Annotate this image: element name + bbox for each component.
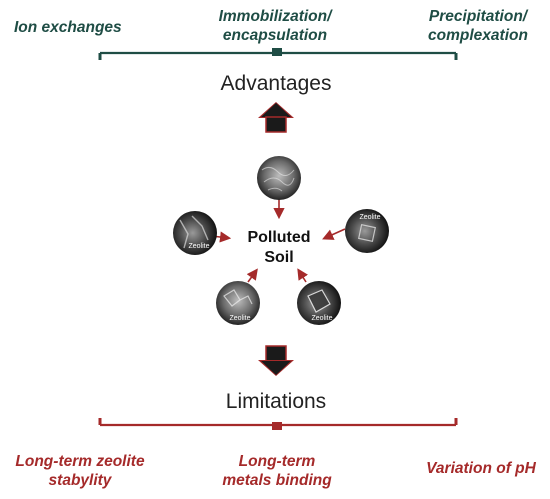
advantage-precipitation: Precipitation/ complexation <box>428 8 528 44</box>
micrograph-label: Zeolite <box>359 214 380 221</box>
up-arrow-icon <box>258 102 294 133</box>
down-arrow-icon <box>258 345 294 376</box>
limitations-heading: Limitations <box>225 390 327 413</box>
advantages-heading: Advantages <box>220 72 332 95</box>
micrograph-top <box>257 156 301 200</box>
micrograph-left <box>173 211 217 255</box>
micrograph-bottom-right <box>297 281 341 325</box>
center-line-1: Polluted <box>247 229 311 246</box>
micrograph-bottom-left <box>216 281 260 325</box>
micrograph-label: Zeolite <box>229 315 250 322</box>
limitation-ph-variation: Variation of pH <box>426 460 536 477</box>
advantages-bracket <box>98 48 458 60</box>
connector-arrows <box>211 197 346 283</box>
advantage-immobilization: Immobilization/ encapsulation <box>218 8 332 44</box>
center-line-2: Soil <box>264 249 294 266</box>
limitations-bracket <box>98 418 458 430</box>
micrograph-label: Zeolite <box>188 243 209 250</box>
limitation-zeolite-stability: Long-term zeolite stabylity <box>15 453 145 489</box>
limitation-metals-binding: Long-term metals binding <box>222 453 332 489</box>
advantage-ion-exchanges: Ion exchanges <box>14 19 122 36</box>
micrograph-right <box>345 209 389 253</box>
micrograph-label: Zeolite <box>311 315 332 322</box>
